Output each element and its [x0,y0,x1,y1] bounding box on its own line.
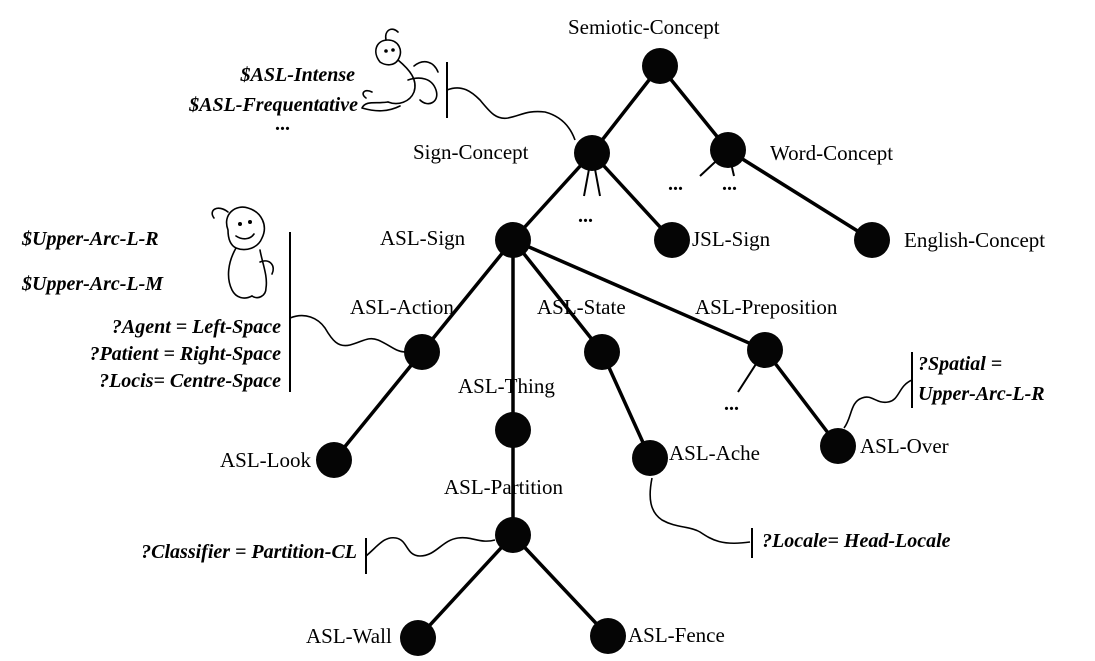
node-asl-preposition [747,332,783,368]
node-jsl-sign [654,222,690,258]
tree-edges [332,64,874,640]
label-english-concept: English-Concept [904,228,1045,252]
label-asl-thing: ASL-Thing [458,374,555,398]
ellipsis-word-1: ... [668,173,683,195]
role-agent: ?Agent = Left-Space [112,316,281,338]
role-spatial-line1: ?Spatial = [918,353,1002,375]
node-asl-fence [590,618,626,654]
tree-nodes [316,48,890,656]
squiggle-connector [446,87,576,141]
edge-aslsign-action [420,238,515,354]
modifier-asl-frequentative: $ASL-Frequentative [188,94,358,116]
genie-icon [361,28,439,112]
label-asl-preposition: ASL-Preposition [695,295,838,319]
edge-sign-aslsign [511,151,594,242]
label-asl-over: ASL-Over [860,434,949,458]
node-labels: Semiotic-Concept Sign-Concept Word-Conce… [220,15,1045,648]
annotation-asl-partition: ?Classifier = Partition-CL [141,536,496,574]
node-asl-ache [632,440,668,476]
role-locis: ?Locis= Centre-Space [99,370,281,392]
label-semiotic-concept: Semiotic-Concept [568,15,720,39]
annotation-sign-concept: $ASL-Intense $ASL-Frequentative ... [188,62,576,141]
modifier-ellipsis: ... [275,113,290,135]
label-asl-action: ASL-Action [350,295,454,319]
edge-action-look [332,350,424,462]
squiggle-connector [649,477,751,545]
ellipsis-sign-1: ... [578,205,593,227]
edge-partition-fence [511,533,610,638]
annotation-asl-ache: ?Locale= Head-Locale [649,477,951,558]
node-asl-action [404,334,440,370]
node-asl-wall [400,620,436,656]
label-asl-fence: ASL-Fence [628,623,725,647]
edge-preposition-over [763,348,840,448]
edge-partition-wall [416,533,515,640]
annotation-asl-over: ?Spatial = Upper-Arc-L-R [843,352,1045,429]
label-asl-look: ASL-Look [220,448,311,472]
edge-state-ache [600,350,652,460]
edge-semiotic-word [658,64,730,152]
node-asl-state [584,334,620,370]
node-asl-thing [495,412,531,448]
label-asl-wall: ASL-Wall [306,624,392,648]
edge-aslsign-preposition [511,238,767,352]
modifier-upper-arc-l-r: $Upper-Arc-L-R [21,228,159,250]
node-asl-look [316,442,352,478]
ellipsis-word-2: ... [722,173,737,195]
node-sign-concept [574,135,610,171]
node-asl-sign [495,222,531,258]
node-semiotic-concept [642,48,678,84]
squiggle-connector [843,379,913,429]
edge-sign-jslsign [590,151,674,242]
annotation-asl-action: $Upper-Arc-L-R $Upper-Arc-L-M ?Agent = L… [21,228,406,392]
node-asl-partition [495,517,531,553]
ghost-icon [211,206,275,299]
node-word-concept [710,132,746,168]
role-classifier: ?Classifier = Partition-CL [141,541,357,563]
role-patient: ?Patient = Right-Space [90,343,282,365]
modifier-upper-arc-l-m: $Upper-Arc-L-M [21,273,164,295]
role-locale: ?Locale= Head-Locale [762,530,951,552]
squiggle-connector [289,314,406,353]
label-asl-ache: ASL-Ache [669,441,760,465]
label-asl-partition: ASL-Partition [444,475,563,499]
label-sign-concept: Sign-Concept [413,140,529,164]
label-word-concept: Word-Concept [770,141,893,165]
ellipsis-markers: ... ... ... ... [578,173,739,415]
label-jsl-sign: JSL-Sign [692,227,771,251]
edge-aslsign-state [511,238,604,354]
squiggle-connector [365,536,496,557]
label-asl-sign: ASL-Sign [380,226,466,250]
edge-semiotic-sign [590,64,662,155]
role-spatial-line2: Upper-Arc-L-R [918,383,1045,405]
label-asl-state: ASL-State [537,295,626,319]
node-asl-over [820,428,856,464]
modifier-asl-intense: $ASL-Intense [240,64,356,86]
edge-word-english [726,148,874,242]
ellipsis-preposition: ... [724,393,739,415]
node-english-concept [854,222,890,258]
